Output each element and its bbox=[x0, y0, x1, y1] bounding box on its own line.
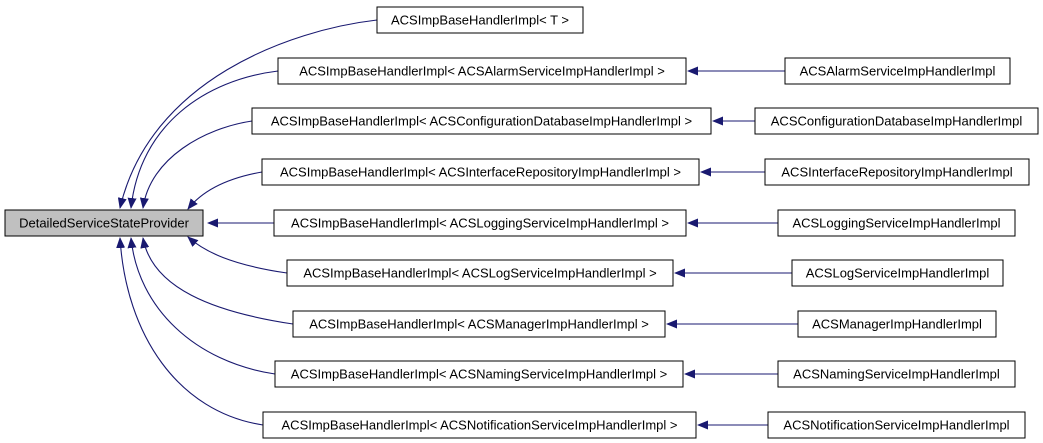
inheritance-edge-t5-to-base bbox=[187, 236, 288, 274]
inheritance-edge-t1-to-base bbox=[127, 70, 279, 209]
class-node-label: ACSImpBaseHandlerImpl< ACSNamingServiceI… bbox=[291, 367, 667, 382]
class-node-label: ACSInterfaceRepositoryImpHandlerImpl bbox=[781, 165, 1012, 180]
class-node-box[interactable] bbox=[754, 107, 1039, 135]
class-node[interactable]: ACSImpBaseHandlerImpl< ACSAlarmServiceIm… bbox=[277, 57, 687, 85]
class-node-box[interactable] bbox=[777, 360, 1016, 388]
class-node-box[interactable] bbox=[797, 310, 997, 338]
class-node-label: ACSConfigurationDatabaseImpHandlerImpl bbox=[771, 114, 1023, 129]
edges-layer bbox=[116, 19, 798, 430]
class-node-label: ACSImpBaseHandlerImpl< T > bbox=[391, 13, 569, 28]
class-node-label: ACSNotificationServiceImpHandlerImpl bbox=[783, 418, 1009, 433]
nodes-layer: DetailedServiceStateProviderACSImpBaseHa… bbox=[4, 6, 1039, 439]
class-node-label: ACSImpBaseHandlerImpl< ACSNotificationSe… bbox=[282, 418, 678, 433]
class-node-label: ACSImpBaseHandlerImpl< ACSLoggingService… bbox=[291, 216, 669, 231]
class-node[interactable]: ACSImpBaseHandlerImpl< ACSLoggingService… bbox=[273, 209, 687, 237]
inheritance-edge-t3-to-base bbox=[187, 171, 263, 210]
class-node-label: ACSImpBaseHandlerImpl< ACSAlarmServiceIm… bbox=[299, 64, 665, 79]
class-node[interactable]: ACSImpBaseHandlerImpl< ACSConfigurationD… bbox=[251, 107, 712, 135]
class-node-label: ACSLoggingServiceImpHandlerImpl bbox=[792, 216, 1000, 231]
class-node-box[interactable] bbox=[376, 6, 584, 34]
class-node-label: ACSImpBaseHandlerImpl< ACSLogServiceImpH… bbox=[303, 266, 656, 281]
class-node-box[interactable] bbox=[791, 259, 1004, 287]
class-node-box[interactable] bbox=[273, 209, 687, 237]
class-node-box[interactable] bbox=[777, 209, 1016, 237]
class-node[interactable]: ACSNotificationServiceImpHandlerImpl bbox=[767, 411, 1026, 439]
inheritance-edge-t8-to-base bbox=[116, 237, 264, 426]
class-node-box[interactable] bbox=[286, 259, 674, 287]
class-node[interactable]: ACSImpBaseHandlerImpl< ACSNotificationSe… bbox=[262, 411, 697, 439]
inheritance-edge-t6-to-base bbox=[140, 237, 294, 325]
class-node-box[interactable] bbox=[277, 57, 687, 85]
selected-class-node: DetailedServiceStateProvider bbox=[4, 209, 204, 237]
class-node[interactable]: ACSImpBaseHandlerImpl< ACSInterfaceRepos… bbox=[261, 158, 700, 186]
class-node[interactable]: ACSManagerImpHandlerImpl bbox=[797, 310, 997, 338]
class-node-box[interactable] bbox=[261, 158, 700, 186]
class-node-label: ACSImpBaseHandlerImpl< ACSConfigurationD… bbox=[271, 114, 692, 129]
class-node[interactable]: ACSConfigurationDatabaseImpHandlerImpl bbox=[754, 107, 1039, 135]
inheritance-edge-t0-to-base bbox=[117, 19, 378, 209]
class-node-label: ACSManagerImpHandlerImpl bbox=[812, 317, 982, 332]
class-node[interactable]: ACSLoggingServiceImpHandlerImpl bbox=[777, 209, 1016, 237]
class-node-label: ACSNamingServiceImpHandlerImpl bbox=[793, 367, 1000, 382]
inheritance-edge-t2-to-base bbox=[139, 120, 253, 209]
class-node-label: ACSImpBaseHandlerImpl< ACSInterfaceRepos… bbox=[280, 165, 681, 180]
class-node[interactable]: ACSInterfaceRepositoryImpHandlerImpl bbox=[764, 158, 1030, 186]
inheritance-edge-t7-to-base bbox=[127, 237, 276, 375]
class-node-box[interactable] bbox=[784, 57, 1011, 85]
class-node[interactable]: ACSImpBaseHandlerImpl< ACSManagerImpHand… bbox=[292, 310, 666, 338]
class-node-label: DetailedServiceStateProvider bbox=[19, 216, 189, 231]
class-node-box bbox=[4, 209, 204, 237]
class-node[interactable]: ACSImpBaseHandlerImpl< ACSNamingServiceI… bbox=[274, 360, 684, 388]
class-node-label: ACSAlarmServiceImpHandlerImpl bbox=[800, 64, 996, 79]
class-node-label: ACSImpBaseHandlerImpl< ACSManagerImpHand… bbox=[309, 317, 649, 332]
class-node-box[interactable] bbox=[767, 411, 1026, 439]
class-node-box[interactable] bbox=[764, 158, 1030, 186]
class-node-box[interactable] bbox=[251, 107, 712, 135]
class-node[interactable]: ACSAlarmServiceImpHandlerImpl bbox=[784, 57, 1011, 85]
class-node[interactable]: ACSImpBaseHandlerImpl< ACSLogServiceImpH… bbox=[286, 259, 674, 287]
class-node-box[interactable] bbox=[262, 411, 697, 439]
class-node[interactable]: ACSImpBaseHandlerImpl< T > bbox=[376, 6, 584, 34]
class-node-box[interactable] bbox=[292, 310, 666, 338]
class-node-box[interactable] bbox=[274, 360, 684, 388]
class-node-label: ACSLogServiceImpHandlerImpl bbox=[806, 266, 990, 281]
class-node[interactable]: ACSLogServiceImpHandlerImpl bbox=[791, 259, 1004, 287]
class-node[interactable]: ACSNamingServiceImpHandlerImpl bbox=[777, 360, 1016, 388]
